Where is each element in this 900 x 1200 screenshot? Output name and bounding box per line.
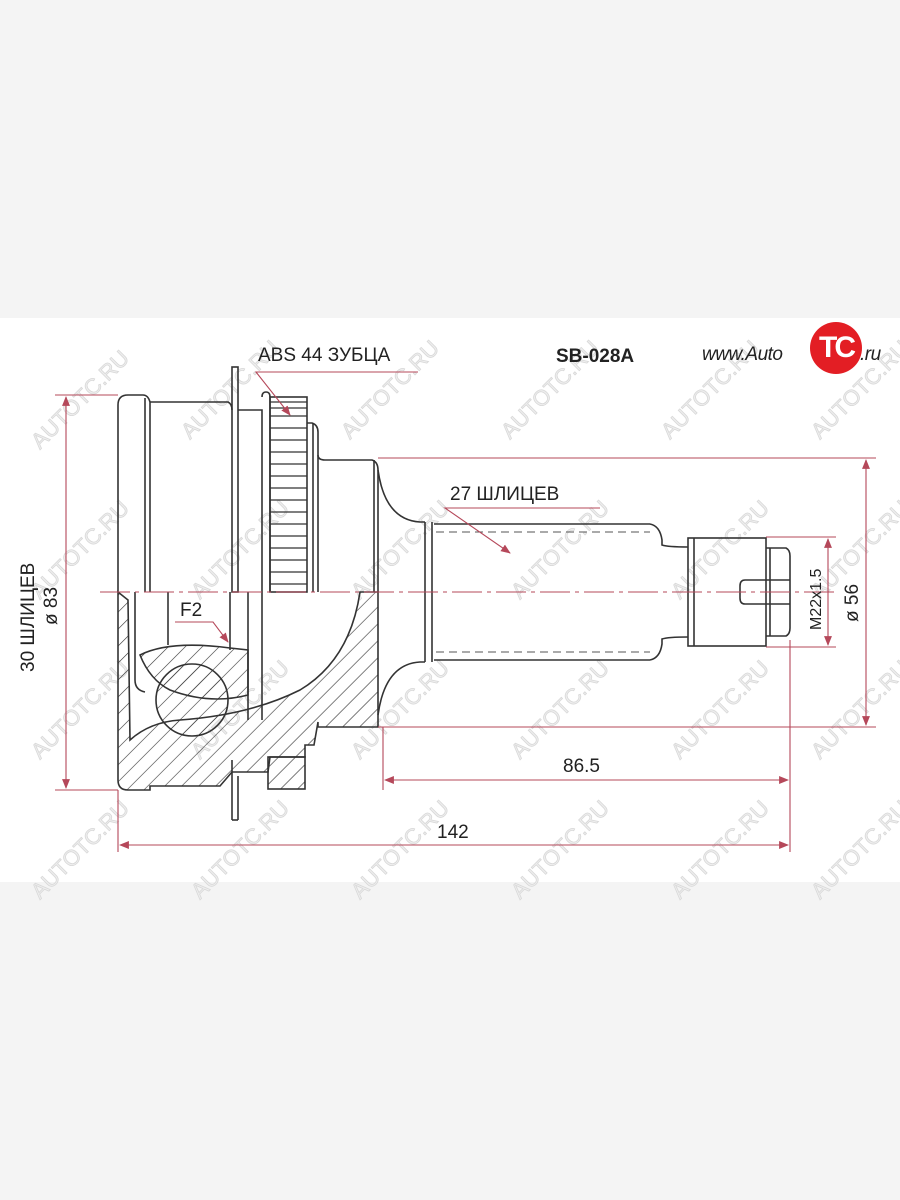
svg-text:AUTOTC.RU: AUTOTC.RU <box>346 495 454 603</box>
housing-section <box>117 590 379 821</box>
outer-diameter-dimension: ø 83 <box>41 586 62 625</box>
svg-text:AUTOTC.RU: AUTOTC.RU <box>806 655 900 763</box>
thread-dimension: M22x1.5 <box>808 568 825 630</box>
svg-text:AUTOTC.RU: AUTOTC.RU <box>506 655 614 763</box>
inner-splines-label: 30 ШЛИЦЕВ <box>18 562 39 672</box>
shaft-splines-label: 27 ШЛИЦЕВ <box>450 484 560 505</box>
part-number: SB-028A <box>556 346 635 367</box>
autotc-logo: www.Auto TC .ru <box>700 322 900 386</box>
svg-text:AUTOTC.RU: AUTOTC.RU <box>186 795 294 903</box>
svg-text:AUTOTC.RU: AUTOTC.RU <box>806 795 900 903</box>
f2-label: F2 <box>180 600 203 621</box>
abs-teeth-label: ABS 44 ЗУБЦА <box>258 345 391 366</box>
watermark-layer: AUTOTC.RU AUTOTC.RU AUTOTC.RU AUTOTC.RU … <box>25 335 900 904</box>
housing-outline <box>117 366 379 593</box>
length-shaft-dimension: 86.5 <box>563 756 600 777</box>
svg-text:AUTOTC.RU: AUTOTC.RU <box>506 495 614 603</box>
svg-text:AUTOTC.RU: AUTOTC.RU <box>346 795 454 903</box>
dimension-lines <box>55 371 876 852</box>
logo-circle-icon: TC <box>810 322 862 374</box>
logo-prefix: www.Auto <box>702 344 783 365</box>
spline-dash-lines <box>436 531 650 653</box>
svg-text:AUTOTC.RU: AUTOTC.RU <box>506 795 614 903</box>
svg-text:AUTOTC.RU: AUTOTC.RU <box>666 495 774 603</box>
abs-ring-teeth <box>270 401 307 585</box>
svg-text:AUTOTC.RU: AUTOTC.RU <box>666 795 774 903</box>
svg-text:AUTOTC.RU: AUTOTC.RU <box>666 655 774 763</box>
length-total-dimension: 142 <box>437 822 469 843</box>
shaft-diameter-dimension: ø 56 <box>842 583 863 622</box>
logo-suffix: .ru <box>860 344 881 365</box>
